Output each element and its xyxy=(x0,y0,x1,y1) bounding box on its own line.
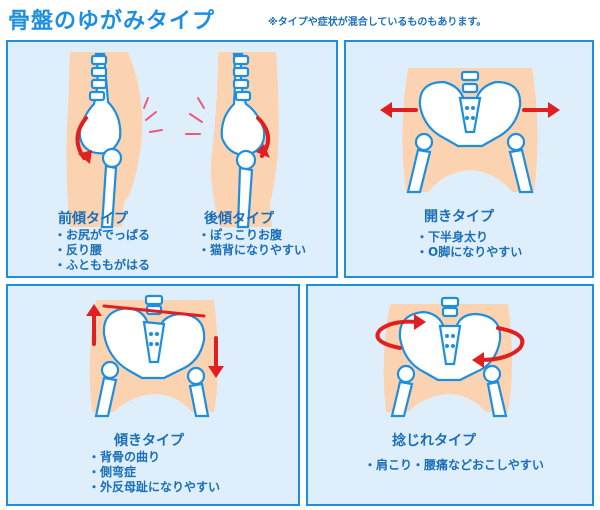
symptom-item: ・外反母趾になりやすい xyxy=(88,480,221,494)
symptom-item: ・ふとももがはる xyxy=(54,258,151,272)
symptom-item: ・お尻がでっぱる xyxy=(54,228,151,242)
twist-pelvis-illustration xyxy=(375,296,525,418)
spine-vertebrae xyxy=(88,54,108,102)
panel-twist: 捻じれタイプ ・肩こり・腰痛などおこしやすい xyxy=(306,284,594,506)
symptom-item: ・ぽっこりお腹 xyxy=(198,228,283,242)
open-pelvis-illustration xyxy=(380,68,560,194)
symptom-item: ・猫背になりやすい xyxy=(198,243,307,257)
tilt-type-title: 傾きタイプ xyxy=(114,433,184,449)
posterior-tilt-symptoms: ・ぽっこりお腹 ・猫背になりやすい xyxy=(198,228,306,258)
page-title: 骨盤のゆがみタイプ xyxy=(8,9,216,34)
spine-vertebrae-right xyxy=(232,54,252,102)
anterior-tilt-figure xyxy=(66,52,163,229)
mixed-type-note: ※タイプや症状が混合しているものもあります。 xyxy=(268,17,487,28)
twisted-pelvis xyxy=(390,296,508,418)
open-type-title: 開きタイプ xyxy=(424,209,494,225)
symptom-item: ・肩こり・腰痛などおこしやすい xyxy=(364,458,544,472)
symptom-item: ・O脚になりやすい xyxy=(416,245,523,259)
twist-arrows xyxy=(375,314,525,368)
expand-arrows xyxy=(380,102,560,118)
panel-open: 開きタイプ ・下半身太り ・O脚になりやすい xyxy=(344,40,594,278)
tilt-type-symptoms: ・背骨の曲り ・側弯症 ・外反母趾になりやすい xyxy=(88,450,220,495)
tilt-pelvis-illustration xyxy=(86,294,224,418)
tilt-arrows xyxy=(86,304,224,378)
symptom-item: ・反り腰 xyxy=(54,243,103,257)
side-pelvis-illustrations xyxy=(66,52,279,229)
posterior-tilt-figure xyxy=(185,52,279,229)
posterior-tilt-title: 後傾タイプ xyxy=(204,211,274,227)
anterior-tilt-title: 前傾タイプ xyxy=(58,211,128,227)
symptom-item: ・側弯症 xyxy=(88,465,137,479)
symptom-item: ・下半身太り xyxy=(416,230,489,244)
front-pelvis xyxy=(406,70,534,194)
twist-type-title: 捻じれタイプ xyxy=(392,433,476,449)
open-type-symptoms: ・下半身太り ・O脚になりやすい xyxy=(416,230,522,260)
symptom-item: ・背骨の曲り xyxy=(88,450,161,464)
twist-type-symptoms: ・肩こり・腰痛などおこしやすい xyxy=(364,458,544,473)
anterior-tilt-symptoms: ・お尻がでっぱる ・反り腰 ・ふとももがはる xyxy=(54,228,150,273)
panel-anterior-posterior: 前傾タイプ ・お尻がでっぱる ・反り腰 ・ふとももがはる 後傾タイプ ・ぽっこり… xyxy=(6,40,338,278)
panel-tilt: 傾きタイプ ・背骨の曲り ・側弯症 ・外反母趾になりやすい xyxy=(6,284,300,506)
